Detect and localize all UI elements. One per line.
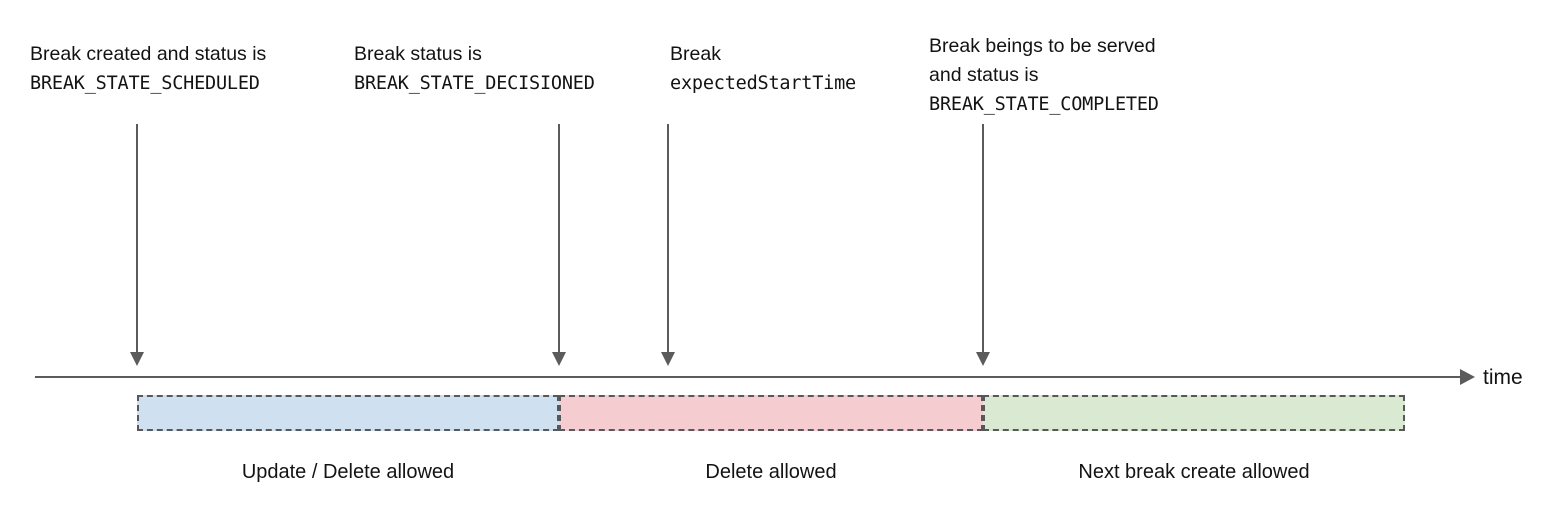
arrow-shaft — [667, 124, 669, 352]
arrow-head — [661, 352, 675, 366]
time-axis-label: time — [1483, 366, 1523, 389]
event-arrow-completed-icon — [971, 124, 995, 366]
annotation-line: Break status is — [354, 43, 482, 65]
phase-caption-update-delete: Update / Delete allowed — [241, 461, 455, 483]
annotation-line: and status is — [929, 64, 1039, 86]
event-annotation-created: Break created and status is BREAK_STATE_… — [30, 40, 266, 98]
annotation-line-field: expectedStartTime — [670, 73, 856, 94]
event-annotation-decisioned: Break status is BREAK_STATE_DECISIONED — [354, 40, 595, 98]
annotation-line-constant: BREAK_STATE_SCHEDULED — [30, 73, 260, 94]
time-axis-arrow-icon — [1460, 369, 1475, 385]
phase-bar-delete-only — [559, 395, 983, 431]
arrow-head — [976, 352, 990, 366]
annotation-line-constant: BREAK_STATE_DECISIONED — [354, 73, 595, 94]
phase-caption-delete-only: Delete allowed — [705, 461, 837, 483]
phase-caption-next-break: Next break create allowed — [1078, 461, 1310, 483]
event-annotation-expected-start: Break expectedStartTime — [670, 40, 856, 98]
arrow-head — [130, 352, 144, 366]
arrow-shaft — [136, 124, 138, 352]
arrow-shaft — [558, 124, 560, 352]
phase-bar-update-delete — [137, 395, 559, 431]
arrow-shaft — [982, 124, 984, 352]
phase-bar-next-break — [983, 395, 1405, 431]
annotation-line: Break beings to be served — [929, 35, 1156, 57]
annotation-line-constant: BREAK_STATE_COMPLETED — [929, 94, 1159, 115]
time-axis-line — [35, 376, 1463, 378]
annotation-line: Break — [670, 43, 721, 65]
event-annotation-completed: Break beings to be served and status is … — [929, 32, 1159, 119]
event-arrow-expected-start-icon — [656, 124, 680, 366]
event-arrow-created-icon — [125, 124, 149, 366]
arrow-head — [552, 352, 566, 366]
annotation-line: Break created and status is — [30, 43, 267, 65]
event-arrow-decisioned-icon — [547, 124, 571, 366]
